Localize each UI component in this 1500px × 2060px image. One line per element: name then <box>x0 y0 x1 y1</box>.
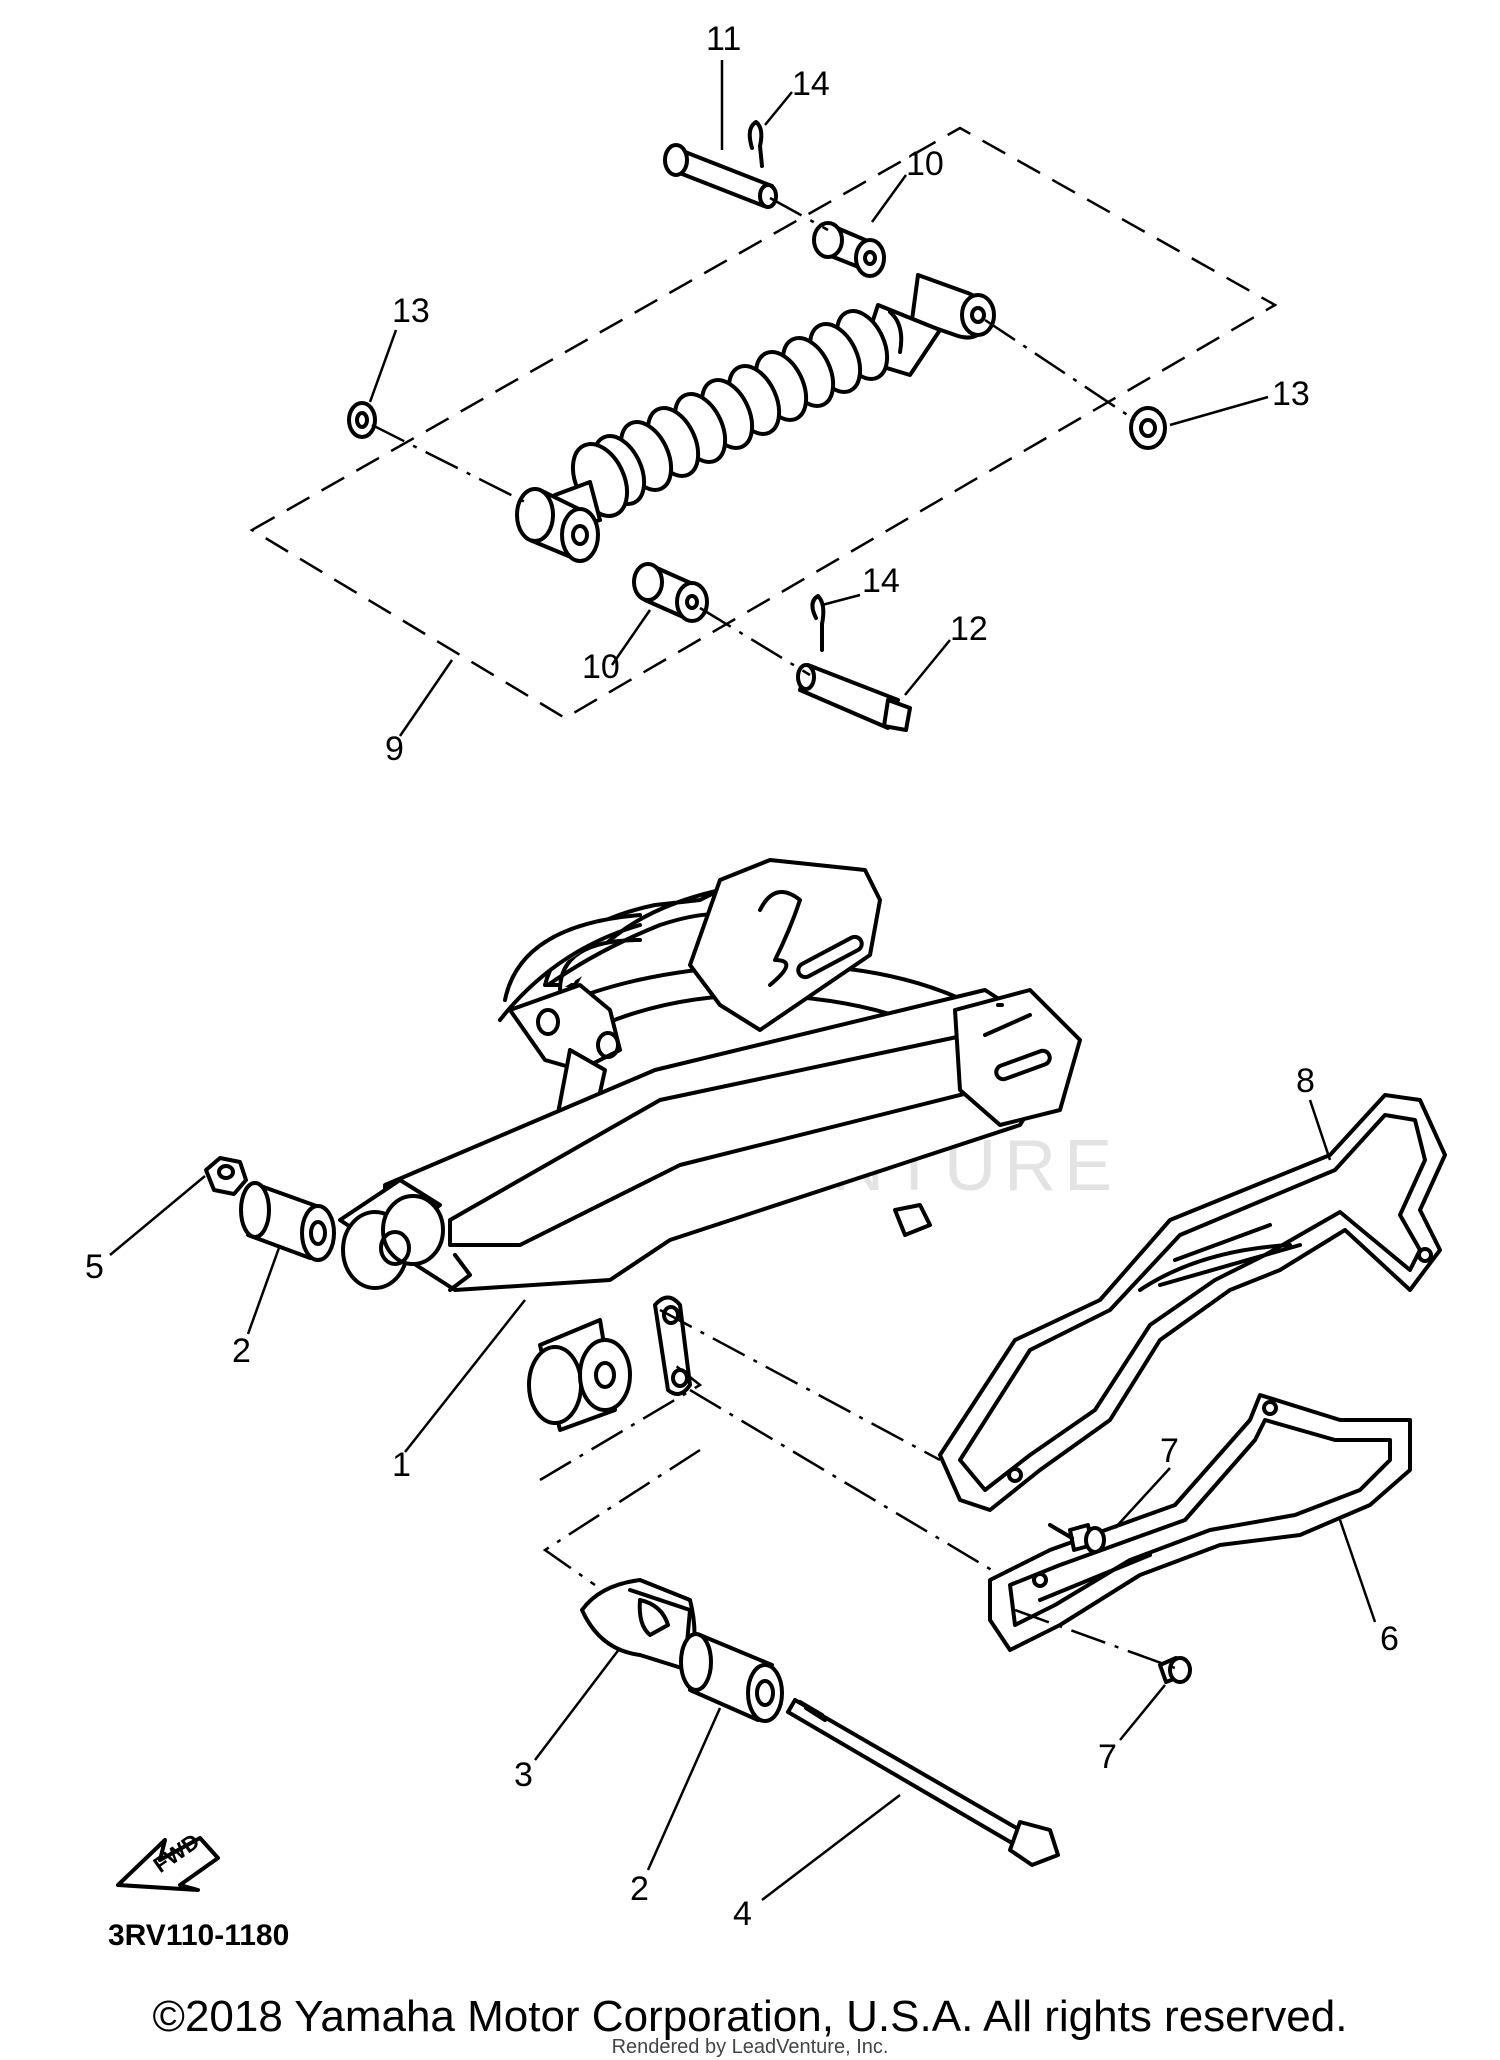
bolt-upper <box>1048 1523 1106 1554</box>
collar-upper <box>239 1181 336 1262</box>
axis-line-right <box>984 318 1136 422</box>
collar-lower <box>679 1632 784 1723</box>
axis-line-bushing <box>542 1448 701 1587</box>
callout-13-right: 13 <box>1272 375 1310 413</box>
callout-13-left: 13 <box>392 292 430 330</box>
cotter-pin-upper <box>747 120 764 168</box>
callout-10-upper: 10 <box>906 145 944 183</box>
bolt-lower <box>1158 1656 1192 1684</box>
callout-2-lower: 2 <box>630 1870 649 1908</box>
chain-case <box>938 1093 1447 1512</box>
callout-1: 1 <box>392 1446 411 1484</box>
callout-9: 9 <box>385 730 404 768</box>
rendered-by-notice: Rendered by LeadVenture, Inc. <box>611 2036 889 2058</box>
shock-assembly-group <box>249 120 1278 732</box>
callout-11: 11 <box>706 20 741 58</box>
axis-line-upper <box>769 196 829 232</box>
callout-3: 3 <box>514 1756 533 1794</box>
axis-line-collar <box>539 1364 703 1482</box>
callout-2-upper: 2 <box>232 1332 251 1370</box>
fwd-arrow: FWD <box>116 1828 220 1892</box>
axis-line-bolt <box>1014 1608 1176 1670</box>
shock-assembly-outline <box>249 126 1278 720</box>
bushing-lower <box>632 562 709 623</box>
axis-line-lower <box>699 606 811 677</box>
callout-12: 12 <box>950 610 988 648</box>
diagram-code: 3RV110-1180 <box>108 1919 289 1952</box>
callout-14-lower: 14 <box>862 562 900 600</box>
copyright-notice: ©2018 Yamaha Motor Corporation, U.S.A. A… <box>152 1992 1348 2041</box>
callout-14-upper: 14 <box>792 65 830 103</box>
bushing <box>580 1578 697 1672</box>
nut <box>204 1156 248 1196</box>
cotter-pin-lower <box>810 594 826 652</box>
pivot-shaft <box>786 1698 1060 1867</box>
shock-absorber <box>515 273 996 563</box>
pivot-pin-upper <box>663 143 778 209</box>
callout-5: 5 <box>85 1248 104 1286</box>
callout-6: 6 <box>1380 1620 1399 1658</box>
washer-left <box>347 401 377 439</box>
leader-lines <box>109 60 1377 1901</box>
axis-line-chain-guard <box>689 1388 1001 1577</box>
pivot-pin-lower <box>796 663 912 732</box>
washer-right <box>1129 406 1167 450</box>
bushing-upper <box>812 221 886 278</box>
callout-numbers: 11 14 10 13 13 14 12 10 9 8 5 2 1 7 6 7 … <box>85 20 1399 1933</box>
axis-line-chain-case <box>659 1308 941 1462</box>
callout-7-upper: 7 <box>1160 1432 1179 1470</box>
callout-4: 4 <box>733 1895 752 1933</box>
swingarm <box>338 858 1082 1432</box>
axis-line-left <box>371 423 526 504</box>
chain-guard <box>988 1393 1412 1652</box>
shock-spring <box>591 309 890 506</box>
callout-7-lower: 7 <box>1098 1738 1117 1776</box>
callout-8: 8 <box>1296 1062 1315 1100</box>
callout-10-lower: 10 <box>582 648 620 686</box>
